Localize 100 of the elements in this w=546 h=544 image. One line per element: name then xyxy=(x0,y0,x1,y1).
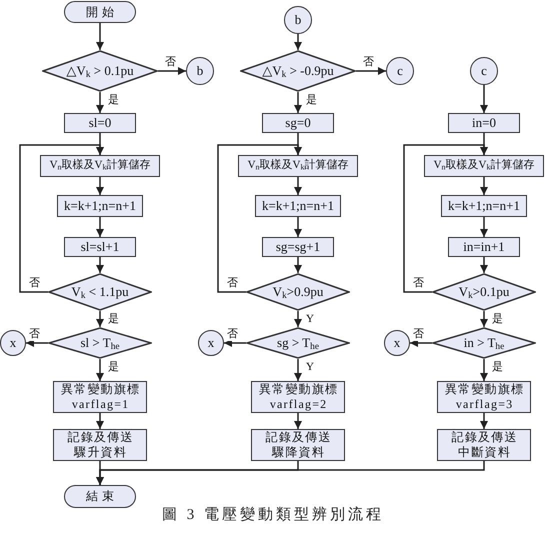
figure-caption: 圖 3 電壓變動類型辨別流程 xyxy=(161,505,385,524)
process-box xyxy=(40,155,160,177)
flow-arrow xyxy=(294,217,302,237)
edge-label: 是 xyxy=(305,94,318,107)
decision-diamond xyxy=(48,327,152,359)
flow-arrow xyxy=(480,359,488,381)
process-box xyxy=(57,195,143,217)
flow-arrow xyxy=(294,177,302,195)
decision-diamond xyxy=(246,273,350,311)
flow-arrow xyxy=(96,92,104,113)
terminal-box xyxy=(64,1,136,23)
edge-label: 是 xyxy=(491,313,504,326)
connector-label: x xyxy=(208,334,214,352)
connector-label: c xyxy=(481,62,487,80)
flow-arrow xyxy=(294,359,302,381)
process-text: V$_{n}$取樣及V$_{k}$計算儲存 xyxy=(248,159,348,173)
flow-arrow xyxy=(96,311,104,327)
edge-label: 是 xyxy=(107,361,120,374)
process-box xyxy=(238,155,358,177)
flow-arrow xyxy=(26,339,48,347)
decision-diamond xyxy=(48,273,152,311)
process-text: sl=0 xyxy=(88,114,112,132)
condition-text: sg > T$_{he}$ xyxy=(277,334,319,352)
process-text: in=in+1 xyxy=(463,238,505,256)
process-text: 記錄及傳送驟降資料 xyxy=(264,430,333,460)
flow-arrow xyxy=(294,257,302,273)
condition-text: V$_{k}$>0.1pu xyxy=(458,284,510,300)
terminal-box xyxy=(64,485,136,508)
process-text: 異常變動旗標 varflag=1 xyxy=(60,382,142,412)
connector-circle xyxy=(186,57,214,85)
process-box xyxy=(437,429,531,461)
edge-label: 是 xyxy=(107,94,120,107)
edge-label: 否 xyxy=(28,277,41,290)
edge-label: 否 xyxy=(28,328,41,341)
decision-diamond xyxy=(246,327,350,359)
flow-arrow xyxy=(294,34,302,50)
process-box xyxy=(262,237,334,257)
condition-text: V$_{k}$>0.9pu xyxy=(272,284,324,300)
terminal-text: 開始 xyxy=(85,4,118,20)
process-text: in=0 xyxy=(472,114,496,132)
flow-arrow xyxy=(96,413,104,429)
process-text: V$_{n}$取樣及V$_{k}$計算儲存 xyxy=(50,159,150,173)
process-box xyxy=(53,429,147,461)
condition-text: V$_{k}$ < 1.1pu xyxy=(71,284,129,300)
connector-circle xyxy=(470,57,498,85)
process-box xyxy=(441,195,527,217)
process-text: 記錄及傳送中斷資料 xyxy=(450,430,519,460)
flow-arrow xyxy=(158,67,186,75)
flow-arrow xyxy=(96,359,104,381)
decision-diamond xyxy=(42,50,158,92)
flow-arrow xyxy=(480,311,488,327)
process-text: sl=sl+1 xyxy=(80,238,120,256)
edge-label: 否 xyxy=(164,56,177,69)
process-text: 異常變動旗標 varflag=2 xyxy=(258,382,340,412)
edge-label: 否 xyxy=(412,328,425,341)
terminal-text: 結束 xyxy=(85,489,118,504)
flow-arrow xyxy=(356,67,386,75)
condition-text: in > T$_{he}$ xyxy=(464,334,504,352)
condition-text: sl > T$_{he}$ xyxy=(80,334,120,352)
flow-arrow xyxy=(96,217,104,237)
connector-label: b xyxy=(294,12,302,28)
process-box xyxy=(448,113,520,133)
condition-text: △V$_{k}$ > -0.9pu xyxy=(262,62,334,80)
condition-text: △V$_{k}$ > 0.1pu xyxy=(66,62,134,80)
flow-arrow xyxy=(224,339,246,347)
process-box xyxy=(437,381,531,413)
edge-label: 否 xyxy=(362,56,375,69)
process-box xyxy=(64,237,136,257)
connector-label: x xyxy=(394,334,400,352)
connector-circle xyxy=(384,330,410,356)
connector-circle xyxy=(386,57,414,85)
process-text: k=k+1;n=n+1 xyxy=(448,198,520,214)
connector-circle xyxy=(198,330,224,356)
flow-arrow xyxy=(294,311,302,327)
flow-arrow xyxy=(480,257,488,273)
flow-arrow xyxy=(294,92,302,113)
process-box xyxy=(424,155,544,177)
flow-arrow xyxy=(480,85,488,113)
process-box xyxy=(53,381,147,413)
process-box xyxy=(251,429,345,461)
decision-diamond xyxy=(240,50,356,92)
flow-arrow xyxy=(480,413,488,429)
process-box xyxy=(255,195,341,217)
flow-arrow xyxy=(96,461,485,485)
edge-label: 否 xyxy=(226,328,239,341)
connector-label: c xyxy=(397,62,403,80)
edge-label: 否 xyxy=(412,277,425,290)
process-text: V$_{n}$取樣及V$_{k}$計算儲存 xyxy=(434,159,534,173)
process-box xyxy=(64,113,136,133)
connector-label: x xyxy=(10,334,16,352)
flow-arrow xyxy=(217,144,302,293)
process-text: sg=0 xyxy=(285,114,311,132)
connector-circle xyxy=(284,6,312,34)
process-box xyxy=(448,237,520,257)
edge-label: 是 xyxy=(107,313,120,326)
flow-arrow xyxy=(96,177,104,195)
flow-arrow xyxy=(410,339,432,347)
process-text: 記錄及傳送驟升資料 xyxy=(66,430,135,460)
flow-arrow xyxy=(96,23,104,50)
process-text: k=k+1;n=n+1 xyxy=(262,198,334,214)
